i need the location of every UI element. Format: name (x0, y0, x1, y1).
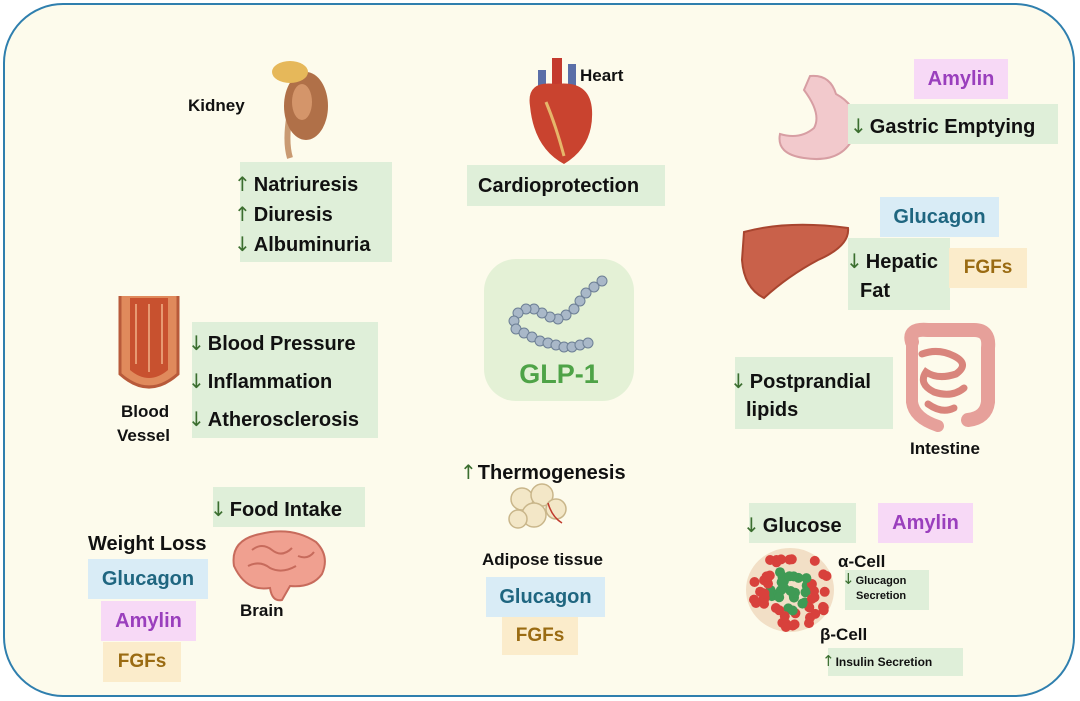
down-arrow-icon: ↓ (846, 249, 863, 273)
vessel-effects-box (192, 322, 378, 438)
kidney-icon (272, 61, 328, 159)
down-arrow-icon: ↓ (210, 497, 227, 521)
liver-icon (740, 223, 850, 300)
adipose-fgf-badge: FGFs (502, 617, 578, 655)
up-arrow-icon: ↑ (234, 172, 251, 196)
alpha-cell-dot (810, 608, 821, 619)
vessel-effect-1: ↓Blood Pressure (188, 331, 356, 355)
alpha-cell-dot (818, 569, 829, 580)
alpha-cell-dot (780, 622, 791, 632)
beta-cell-dot (797, 598, 808, 609)
up-arrow-icon: ↑ (460, 460, 477, 484)
intestine-effect-box (735, 357, 893, 429)
beta-cell-dot (775, 567, 785, 578)
down-arrow-icon: ↓ (743, 513, 760, 537)
kidney-effect-2: ↑Diuresis (234, 202, 333, 226)
down-arrow-icon: ↓ (842, 570, 855, 588)
alpha-cell-effect-box (845, 570, 929, 610)
blood-vessel-label-1: Blood (121, 402, 170, 421)
brain-effect-box (213, 487, 365, 527)
pancreas-amylin-badge: Amylin (878, 503, 973, 543)
blood-vessel-label-2: Vessel (117, 426, 170, 445)
liver-effect-line2: Fat (860, 280, 890, 302)
vessel-effect-3: ↓Atherosclerosis (188, 407, 359, 431)
down-arrow-icon: ↓ (188, 331, 205, 355)
glucose-effect-box (749, 503, 856, 543)
down-arrow-icon: ↓ (188, 369, 205, 393)
down-arrow-icon: ↓ (234, 232, 251, 256)
stomach-effect-box (848, 104, 1058, 144)
alpha-cell-dot (809, 555, 820, 566)
brain-effect: ↓Food Intake (210, 497, 342, 521)
brain-icon (232, 530, 326, 602)
blood-vessel-icon (118, 296, 180, 389)
adipose-effect: ↑Thermogenesis (460, 460, 626, 484)
beta-cell-dot (776, 577, 787, 588)
up-arrow-icon: ↑ (822, 652, 835, 670)
stomach-effect: ↓Gastric Emptying (850, 114, 1036, 138)
beta-cell-dot (788, 571, 799, 582)
weight-loss-label: Weight Loss (88, 533, 207, 555)
stomach-icon (778, 74, 857, 160)
brain-glucagon-badge: Glucagon (88, 559, 208, 599)
liver-effect-box (848, 238, 950, 310)
beta-cell-label: β-Cell (820, 625, 868, 644)
alpha-cell-dot (761, 571, 772, 582)
beta-cell-effect: ↑Insulin Secretion (822, 652, 933, 670)
heart-icon (529, 58, 593, 164)
glp1-center-box: GLP-1 (484, 259, 634, 401)
intestine-effect-line2: lipids (746, 399, 799, 421)
alpha-cell-dot (809, 586, 819, 596)
alpha-cell-dot (749, 594, 759, 605)
liver-glucagon-badge: Glucagon (880, 197, 999, 237)
kidney-effect-3: ↓Albuminuria (234, 232, 371, 256)
adipose-tissue-icon (508, 483, 567, 529)
down-arrow-icon: ↓ (850, 114, 867, 138)
beta-cell-dot (774, 592, 785, 603)
stomach-amylin-badge: Amylin (914, 59, 1008, 99)
vessel-effect-2: ↓Inflammation (188, 369, 333, 393)
alpha-cell-effect: ↓Glucagon Secretion (842, 570, 907, 603)
alpha-cell-dot (765, 555, 776, 565)
alpha-cell-dot (779, 611, 790, 622)
heart-effect-box (467, 165, 665, 206)
alpha-cell-dot (759, 588, 770, 599)
up-arrow-icon: ↑ (234, 202, 251, 226)
alpha-cell-dot (789, 619, 800, 630)
brain-amylin-badge: Amylin (101, 601, 196, 641)
beta-cell-dot (787, 605, 798, 616)
liver-effect: ↓Hepatic (846, 249, 939, 273)
kidney-label: Kidney (188, 96, 245, 115)
islet-cells-icon (746, 548, 834, 632)
brain-label: Brain (240, 601, 284, 620)
alpha-cell-dot (776, 554, 787, 565)
alpha-cell-dot (818, 605, 829, 616)
glp1-label: GLP-1 (519, 359, 599, 389)
heart-effect: Cardioprotection (478, 175, 640, 197)
brain-fgf-badge: FGFs (103, 642, 181, 682)
adipose-label: Adipose tissue (482, 550, 603, 569)
down-arrow-icon: ↓ (730, 369, 747, 393)
kidney-effect-1: ↑Natriuresis (234, 172, 359, 196)
kidney-effects-box (240, 162, 392, 262)
alpha-cell-dot (819, 586, 830, 597)
heart-label: Heart (580, 66, 624, 85)
adipose-glucagon-badge: Glucagon (486, 577, 605, 617)
down-arrow-icon: ↓ (188, 407, 205, 431)
peptide-chain-icon (508, 275, 608, 353)
beta-cell-dot (785, 586, 796, 596)
beta-cell-dot (801, 573, 812, 584)
alpha-cell-dot (806, 593, 817, 604)
intestine-label: Intestine (910, 439, 980, 458)
liver-fgf-badge: FGFs (949, 248, 1027, 288)
glucose-effect: ↓Glucose (743, 513, 842, 537)
alpha-cell-dot (749, 577, 760, 587)
alpha-cell-dot (784, 554, 795, 565)
intestine-icon (904, 322, 996, 432)
beta-cell-effect-box (828, 648, 963, 676)
beta-cell-dot (800, 587, 811, 598)
alpha-cell-label: α-Cell (838, 552, 886, 571)
intestine-effect: ↓Postprandial (730, 369, 871, 393)
